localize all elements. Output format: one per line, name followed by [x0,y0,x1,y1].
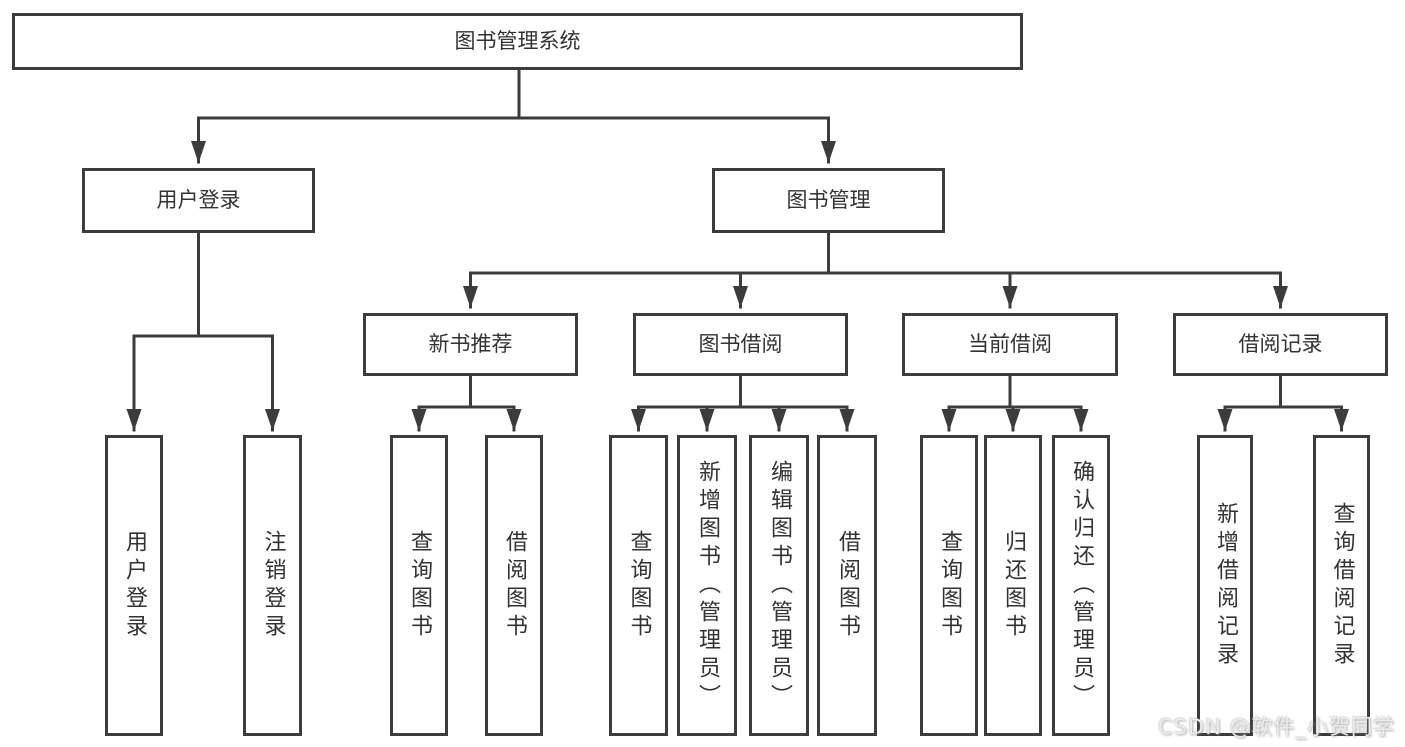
node-system-root: 图书管理系统 [12,13,1023,70]
leaf-label: 查询图书 [626,529,652,642]
node-label: 图书借阅 [698,332,783,356]
leaf-label: 确认归还（管理员） [1069,459,1094,712]
leaf-borrow-query: 查询图书 [609,435,668,736]
node-label: 图书管理系统 [454,29,581,53]
leaf-label: 注销登录 [260,529,286,642]
node-user-login: 用户登录 [82,168,315,233]
leaf-label: 借阅图书 [502,529,527,642]
node-book-management: 图书管理 [712,168,945,233]
node-borrow-records: 借阅记录 [1173,313,1388,376]
leaf-borrow-book: 借阅图书 [817,435,877,736]
leaf-user-login: 用户登录 [105,435,163,736]
node-label: 图书管理 [786,188,871,212]
leaf-label: 查询借阅记录 [1329,501,1355,670]
leaf-label: 用户登录 [122,529,147,642]
leaf-new-books-query: 查询图书 [390,435,448,736]
leaf-return-book: 归还图书 [984,435,1042,736]
node-book-borrow: 图书借阅 [633,313,848,376]
node-label: 用户登录 [156,188,241,212]
node-new-book-recommend: 新书推荐 [363,313,578,376]
node-label: 新书推荐 [428,332,513,356]
leaf-label: 借阅图书 [835,529,860,642]
leaf-query-borrow-record: 查询借阅记录 [1313,435,1370,736]
node-label: 借阅记录 [1238,332,1323,356]
node-current-borrow: 当前借阅 [902,313,1118,376]
leaf-label: 编辑图书（管理员） [767,459,792,712]
leaf-label: 新增借阅记录 [1213,501,1238,670]
leaf-confirm-return-admin: 确认归还（管理员） [1052,435,1110,736]
leaf-new-books-borrow: 借阅图书 [485,435,543,736]
leaf-add-borrow-record: 新增借阅记录 [1197,435,1253,736]
leaf-logout: 注销登录 [243,435,302,736]
leaf-label: 查询图书 [407,529,432,642]
leaf-label: 查询图书 [937,529,962,642]
leaf-current-query: 查询图书 [920,435,978,736]
leaf-borrow-edit-admin: 编辑图书（管理员） [749,435,809,736]
leaf-label: 新增图书（管理员） [695,459,720,712]
leaf-borrow-add-admin: 新增图书（管理员） [677,435,737,736]
node-label: 当前借阅 [968,332,1052,356]
leaf-label: 归还图书 [1001,529,1026,642]
